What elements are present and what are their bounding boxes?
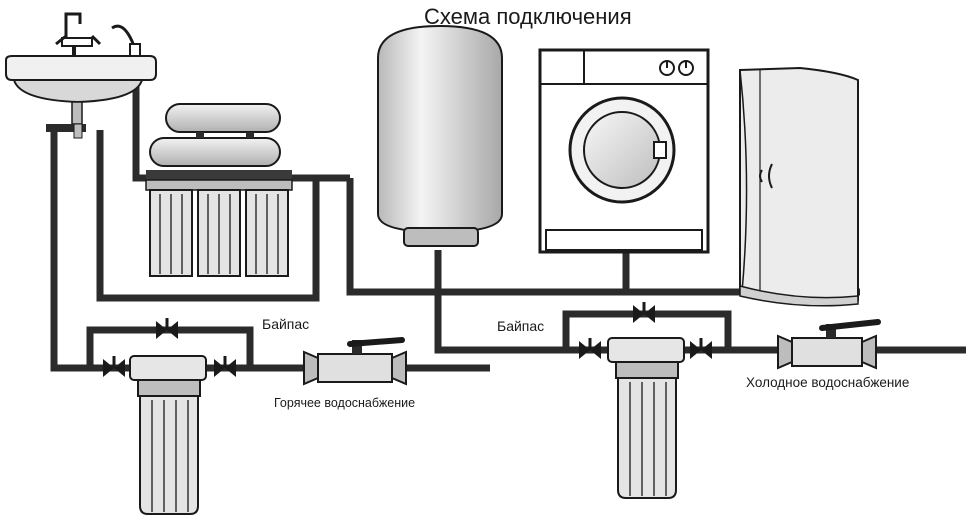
cold-main-filter (607, 337, 685, 499)
filtered-water-tap-icon (111, 24, 141, 57)
sink (5, 55, 157, 139)
cold-outlet-valve-icon (690, 338, 712, 359)
cold-inlet-valve-icon (579, 338, 601, 359)
cold-distribution-pipe (346, 178, 860, 296)
hot-inlet-valve-icon (103, 356, 125, 377)
valves (103, 302, 712, 377)
shower-cabin (739, 66, 859, 307)
hot-water-label: Горячее водоснабжение (274, 396, 416, 410)
washing-machine (538, 48, 710, 254)
faucet-icon (55, 12, 102, 56)
reverse-osmosis-filter (145, 103, 293, 277)
bypass-left-label: Байпас (262, 316, 310, 332)
hot-ball-valve (303, 337, 407, 386)
hot-bypass-valve-icon (156, 318, 178, 339)
boiler-feed-pipe (434, 250, 580, 354)
ro-membrane-upper (165, 103, 281, 133)
ro-membrane-lower (149, 137, 281, 167)
cold-bypass-valve-icon (633, 302, 655, 323)
cold-water-label: Холодное водоснабжение (746, 375, 910, 390)
water-heater (377, 24, 503, 247)
hot-main-filter (129, 355, 207, 515)
hot-outlet-valve-icon (214, 356, 236, 377)
sink-drain-pipe (50, 128, 90, 372)
diagram-title: Схема подключения (424, 4, 632, 29)
ro-return-pipe (96, 130, 320, 302)
cold-ball-valve (777, 319, 881, 370)
bypass-right-label: Байпас (497, 318, 545, 334)
